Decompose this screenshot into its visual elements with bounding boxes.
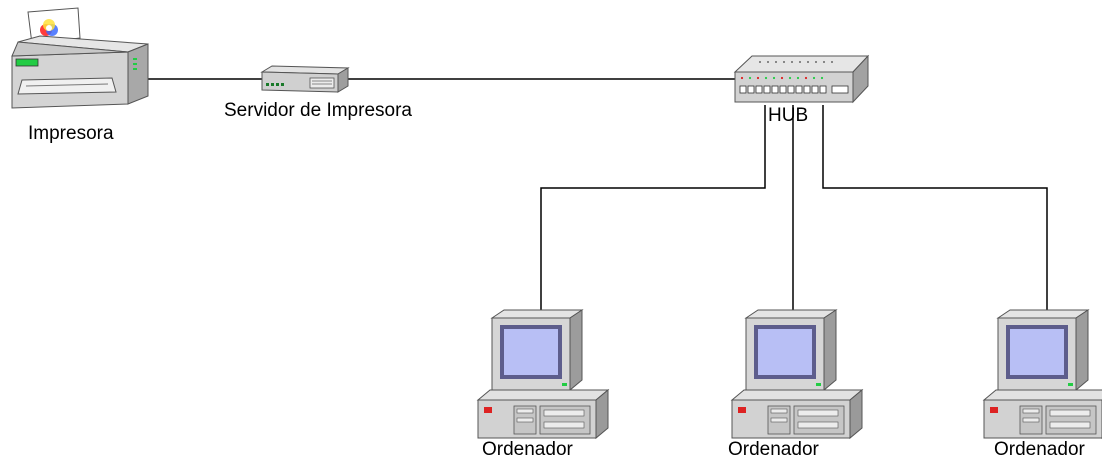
printer-label: Impresora bbox=[28, 123, 114, 144]
connection-lines bbox=[140, 78, 1048, 310]
computer-2-label: Ordenador bbox=[728, 439, 819, 460]
print-server-icon bbox=[260, 65, 350, 93]
link-hub-to-computer-1 bbox=[540, 105, 766, 310]
computer-1-icon bbox=[477, 309, 609, 439]
computer-2-icon bbox=[731, 309, 863, 439]
computer-3-label: Ordenador bbox=[994, 439, 1085, 460]
printer-icon bbox=[11, 7, 149, 109]
hub-icon bbox=[733, 54, 870, 104]
hub-label: HUB bbox=[768, 105, 809, 126]
computer-1-label: Ordenador bbox=[482, 439, 573, 460]
print-server-label: Servidor de Impresora bbox=[224, 100, 412, 121]
link-hub-to-computer-3 bbox=[822, 105, 1048, 310]
computer-3-icon bbox=[983, 309, 1102, 439]
